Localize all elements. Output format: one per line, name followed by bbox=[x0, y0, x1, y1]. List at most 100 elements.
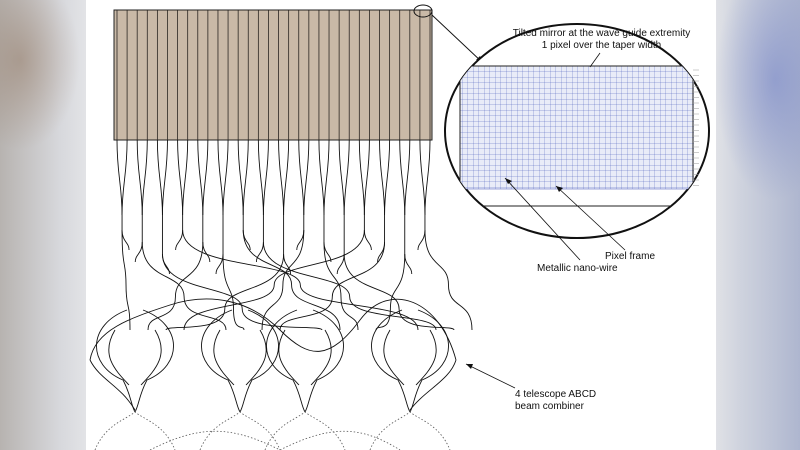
combiner-inner bbox=[140, 329, 162, 386]
taper-path bbox=[262, 139, 269, 216]
routing-path bbox=[343, 215, 455, 331]
coupler-path bbox=[417, 229, 426, 251]
routing-path bbox=[242, 215, 341, 331]
coupler-path bbox=[404, 253, 413, 275]
output-dotted-line bbox=[94, 411, 176, 450]
taper-path bbox=[298, 139, 305, 216]
combiner-inner bbox=[415, 329, 437, 386]
output-dotted-line bbox=[369, 411, 451, 450]
combiner-inner bbox=[310, 329, 332, 386]
coupler-path bbox=[283, 253, 292, 275]
routing-path bbox=[222, 215, 245, 331]
mirror-label-line1: Tilted mirror at the wave guide extremit… bbox=[512, 28, 691, 39]
beam-combiner-network bbox=[89, 298, 457, 413]
pixel-frame-pointer bbox=[555, 185, 626, 251]
routing-path bbox=[261, 215, 305, 331]
nano-wire-pointer bbox=[504, 177, 581, 261]
combiner-label: 4 telescope ABCD beam combiner bbox=[515, 389, 625, 413]
waveguide-network bbox=[116, 139, 473, 331]
taper-path bbox=[399, 139, 406, 216]
routing-path bbox=[182, 215, 419, 331]
combiner-inner bbox=[213, 329, 235, 386]
output-dotted-line bbox=[199, 411, 281, 450]
taper-path bbox=[222, 139, 229, 216]
combiner-arrow-head bbox=[466, 364, 473, 369]
coupler-path bbox=[296, 229, 305, 251]
routing-path bbox=[375, 215, 406, 331]
taper-path bbox=[303, 139, 310, 216]
coupler-path bbox=[215, 253, 224, 275]
mirror-label: Tilted mirror at the wave guide extremit… bbox=[509, 28, 694, 52]
combiner-loop bbox=[239, 309, 279, 413]
zoom-arrow bbox=[431, 14, 484, 64]
combiner-label-line1: 4 telescope ABCD bbox=[515, 389, 597, 400]
taper-path bbox=[182, 139, 189, 216]
pixel-frame-label: Pixel frame bbox=[605, 251, 656, 262]
taper-path bbox=[217, 139, 224, 216]
combiner-loop bbox=[371, 309, 411, 413]
coupler-path bbox=[242, 229, 251, 251]
taper-path bbox=[424, 139, 431, 216]
coupler-path bbox=[175, 229, 184, 251]
combiner-inner bbox=[383, 329, 405, 386]
coupler-path bbox=[121, 229, 130, 251]
taper-path bbox=[404, 139, 411, 216]
taper-path bbox=[338, 139, 345, 216]
coupler-path bbox=[363, 229, 372, 251]
nano-wire-arrow-head bbox=[505, 178, 512, 184]
output-dotted-line bbox=[279, 430, 401, 450]
taper-path bbox=[419, 139, 426, 216]
coupler-path bbox=[377, 241, 386, 263]
routing-path bbox=[161, 215, 323, 331]
zoom-source-marker bbox=[413, 4, 433, 18]
routing-path bbox=[141, 215, 227, 331]
taper-path bbox=[156, 139, 163, 216]
routing-path bbox=[323, 215, 359, 331]
taper-path bbox=[318, 139, 325, 216]
routing-path bbox=[424, 215, 473, 331]
combiner-loop bbox=[134, 309, 174, 413]
combiner-sweep bbox=[89, 359, 136, 411]
output-dotted-line bbox=[264, 411, 346, 450]
taper-path bbox=[197, 139, 204, 216]
routing-path bbox=[147, 215, 204, 331]
combiner-label-line2: beam combiner bbox=[515, 401, 584, 412]
nano-wire-label: Metallic nano-wire bbox=[537, 263, 618, 274]
combiner-pointer bbox=[465, 363, 516, 389]
taper-path bbox=[283, 139, 290, 216]
mirror-label-line2: 1 pixel over the taper width bbox=[541, 40, 662, 51]
taper-path bbox=[116, 139, 123, 216]
combiner-inner bbox=[245, 329, 267, 386]
coupler-path bbox=[255, 241, 264, 263]
combiner-sweep bbox=[409, 359, 457, 411]
waveguide-lines bbox=[116, 10, 431, 140]
taper-path bbox=[237, 139, 244, 216]
taper-path bbox=[242, 139, 249, 216]
taper-path bbox=[358, 139, 365, 216]
taper-path bbox=[136, 139, 143, 216]
coupler-path bbox=[161, 253, 170, 275]
pixel-frame-arrow-head bbox=[556, 186, 563, 192]
combiner-loop bbox=[96, 309, 136, 413]
routing-path bbox=[121, 215, 131, 331]
mirror-pointer bbox=[589, 52, 601, 68]
taper-path bbox=[177, 139, 184, 216]
combiner-sweep bbox=[89, 298, 457, 361]
combiner-loop bbox=[201, 309, 241, 413]
combiner-loop bbox=[304, 309, 344, 413]
taper-path bbox=[161, 139, 168, 216]
pixel-band bbox=[113, 9, 433, 141]
routing-path bbox=[279, 215, 386, 331]
output-dotted-lines bbox=[94, 411, 451, 450]
taper-path bbox=[384, 139, 391, 216]
routing-path bbox=[183, 215, 365, 331]
output-dotted-line bbox=[149, 430, 281, 450]
combiner-inner bbox=[278, 329, 300, 386]
taper-path bbox=[121, 139, 128, 216]
taper-path bbox=[379, 139, 386, 216]
taper-path bbox=[257, 139, 264, 216]
taper-path bbox=[202, 139, 209, 216]
coupler-path bbox=[336, 253, 345, 275]
taper-path bbox=[363, 139, 370, 216]
